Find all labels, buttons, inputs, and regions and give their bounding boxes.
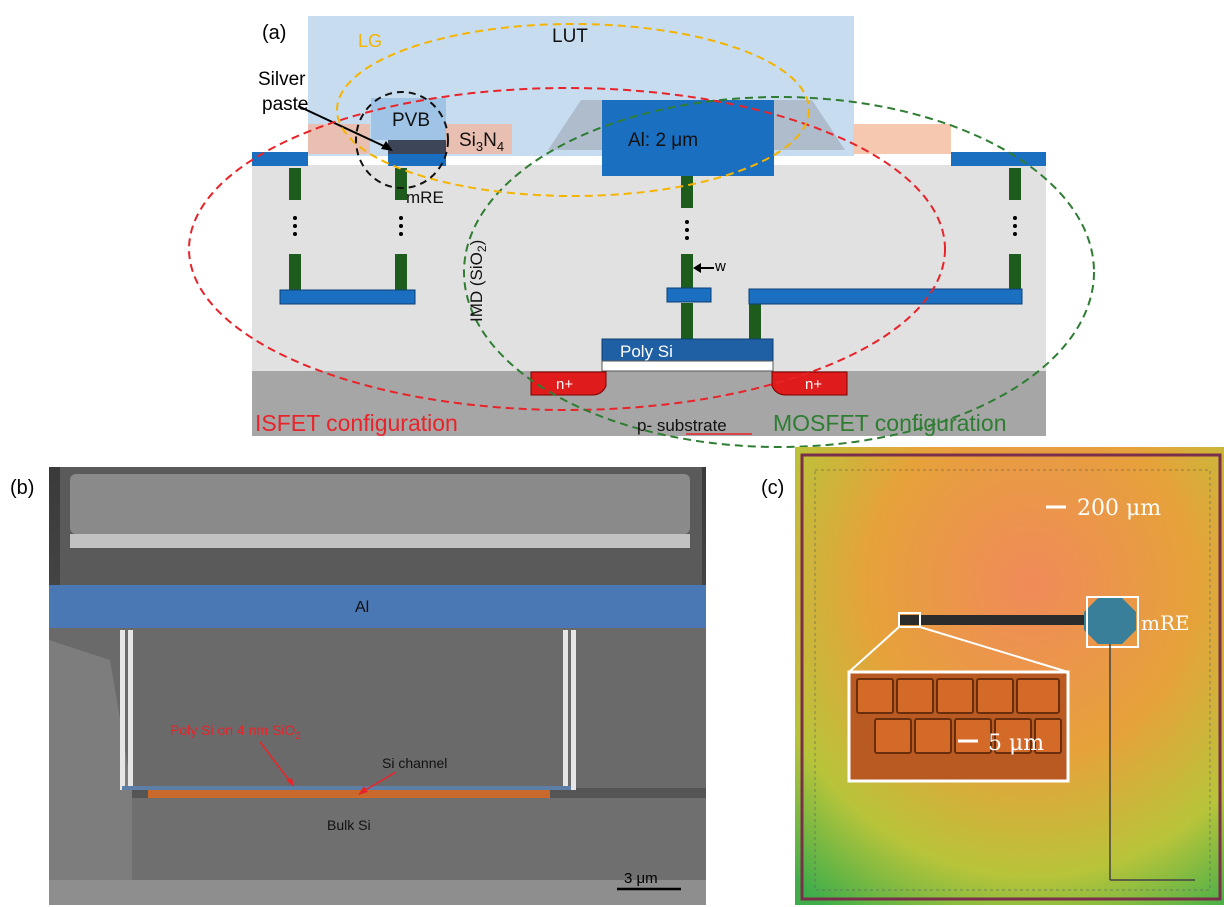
silver-paste-arrow: [297, 105, 389, 149]
n-plus-right-label: n+: [805, 376, 822, 393]
w-arrowhead: [693, 263, 701, 273]
isfet-ellipse: [188, 87, 946, 411]
imd-layer: [252, 165, 1046, 371]
silver-paste-label-line1: Silver: [258, 69, 306, 90]
sem-scale-label: 3 μm: [624, 870, 658, 887]
via: [1009, 254, 1021, 290]
sem-al-layer: [49, 585, 706, 628]
via: [681, 303, 693, 339]
chip-mre-label: mRE: [1141, 611, 1190, 635]
mre-electrode: [1084, 598, 1136, 644]
si3n4-label: Si3N4: [459, 130, 504, 154]
si3n4-left: [308, 124, 370, 154]
substrate-label: p- substrate: [637, 416, 727, 435]
chip-border: [800, 453, 1222, 901]
panel-a-label: (a): [262, 22, 286, 44]
sem-top-edge: [70, 534, 690, 548]
top-metal-left: [252, 152, 308, 166]
via: [1009, 168, 1021, 200]
metal-line-right: [748, 288, 1023, 305]
si3n4-right: [446, 124, 512, 154]
via: [289, 254, 301, 290]
sem-top-surface: [70, 474, 690, 534]
w-label: w: [714, 258, 726, 275]
poly-si-arrow: [259, 741, 293, 785]
si-channel-arrow: [361, 771, 397, 793]
sem-via-stack-right: [563, 630, 576, 790]
panel-c: (c) 200 μm mRE 5 μm: [761, 447, 1224, 905]
panel-a: (a) LUT LG Silver paste PVB Si3N4 Al: 2 …: [188, 16, 1095, 448]
sem-si-channel-label: Si channel: [382, 755, 447, 771]
pvb-label: PVB: [392, 110, 430, 131]
top-metal-right: [951, 152, 1046, 166]
sensor-strip: [900, 615, 1090, 625]
panel-c-label: (c): [761, 477, 784, 499]
poly-si-label: Poly Si: [620, 342, 673, 361]
via: [395, 168, 407, 200]
gate-oxide: [601, 360, 774, 372]
sem-bottom: [49, 880, 706, 905]
sem-left-sidewall: [49, 640, 132, 905]
via: [395, 254, 407, 290]
mosfet-label: MOSFET configuration: [773, 410, 1007, 436]
al-top-pad: [602, 100, 774, 176]
sem-si-channel: [148, 790, 550, 798]
n-plus-left-label: n+: [556, 376, 573, 393]
silver-paste-label-line2: paste: [262, 94, 308, 115]
si3n4-far-right: [853, 124, 951, 154]
sem-bulk-si-label: Bulk Si: [327, 817, 371, 833]
lut-label: LUT: [552, 26, 588, 47]
silver-paste: [388, 140, 446, 154]
via: [681, 176, 693, 208]
inset-scale-label: 5 μm: [988, 731, 1044, 756]
sem-mid-layer: [49, 628, 706, 788]
sem-poly-si-line: [122, 786, 571, 790]
n-plus-left-region: [530, 371, 607, 396]
lg-ellipse: [336, 23, 810, 197]
poly-si-arrowhead: [286, 778, 294, 787]
sem-poly-si-label: Poly Si on 4 nm SiO2: [170, 722, 301, 742]
substrate-layer: [252, 371, 1046, 436]
lg-label: LG: [358, 31, 382, 51]
top-metal-mre: [388, 154, 446, 166]
silver-paste-arrowhead: [381, 141, 393, 151]
ellipsis-dots: [293, 216, 1017, 240]
sensor-zoom-source: [898, 612, 921, 628]
al-thickness-label: Al: 2 μm: [628, 130, 698, 151]
metal-line-mid: [666, 287, 712, 303]
chip-scale-label: 200 μm: [1077, 496, 1161, 521]
mre-highlight-box: [1086, 596, 1139, 648]
sem-al-label: Al: [355, 599, 369, 616]
via: [749, 303, 761, 339]
panel-b-label: (b): [10, 477, 34, 499]
zoom-line-left: [848, 626, 900, 673]
imd-label: IMD (SiO2): [467, 240, 489, 322]
mre-label: mRE: [406, 188, 444, 207]
mre-circle: [355, 91, 449, 189]
zoom-line-right: [919, 626, 1069, 673]
isfet-label: ISFET configuration: [255, 410, 458, 436]
si-channel-arrowhead: [358, 786, 368, 795]
via: [681, 254, 693, 288]
panel-b: (b) Al Poly Si on 4 nm SiO2 Si channel B…: [10, 467, 706, 905]
sem-via-stack-left: [120, 630, 133, 790]
via: [289, 168, 301, 200]
mosfet-ellipse: [463, 96, 1095, 448]
sem-bulk-si: [132, 798, 706, 888]
inset-cells: [856, 678, 1062, 754]
metal-line-left: [279, 289, 416, 305]
